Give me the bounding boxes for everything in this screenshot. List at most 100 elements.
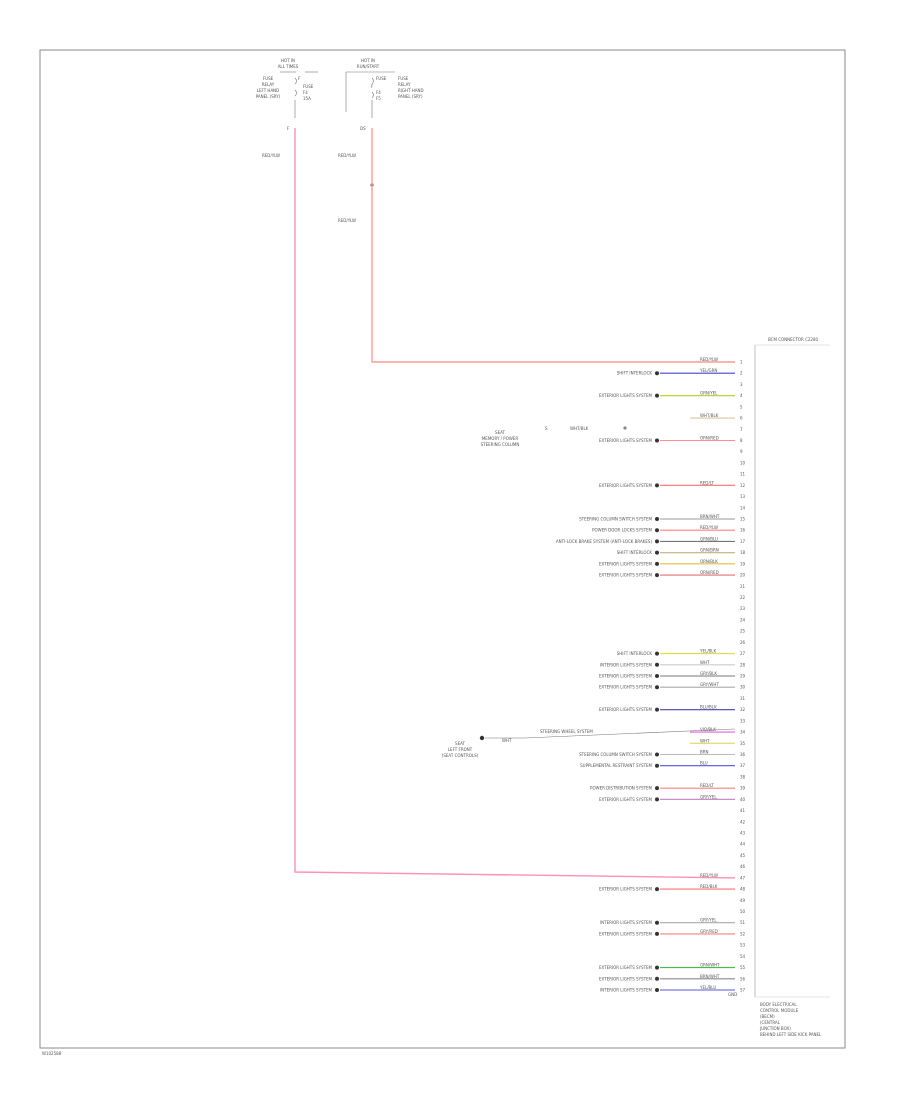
module-pin-number: 35 (740, 741, 746, 746)
module-pin-number: 28 (740, 662, 746, 667)
module-pin-destination: POWER DISTRIBUTION SYSTEM (590, 786, 652, 791)
module-pin-number: 12 (740, 483, 746, 488)
module-pin-destination: STEERING COLUMN SWITCH SYSTEM (579, 517, 652, 522)
module-pin-connector (655, 920, 659, 925)
module-pin-number: 2 (740, 371, 743, 376)
module-pin-wire-label: GRN/YEL (700, 391, 718, 396)
module-pin-destination: SHIFT INTERLOCK (617, 371, 653, 376)
seat-splice: SEAT MEMORY / POWER STEERING COLUMN S WH… (481, 426, 627, 447)
module-pin-wire-label: YEL/GRN (699, 368, 717, 373)
right-fuse-title-1: HOT IN (361, 58, 375, 63)
module-pin-wire-label: RED/BLK (700, 884, 718, 889)
lower-splice-label: STEERING WHEEL SYSTEM (540, 729, 593, 734)
module-pin-number: 36 (740, 752, 746, 757)
module-pin-connector (655, 528, 659, 533)
left-fuse-title-2: ALL TIMES (278, 64, 299, 69)
becm-module: BCM CONNECTOR C2280 GND BODY ELECTRICAL … (556, 337, 830, 1037)
left-fuse-block: HOT IN ALL TIMES FUSE RELAY LEFT HAND PA… (256, 58, 318, 118)
module-pin-wire-label: BRN/WHT (700, 974, 720, 979)
right-fuse-desc-1: FUSE (398, 76, 409, 81)
left-fuse-label-2: FUSE (303, 84, 314, 89)
module-pin-wire-label: ORN/BLK (700, 559, 718, 564)
module-pin-number: 55 (740, 965, 746, 970)
left-fuse-title-1: HOT IN (281, 58, 295, 63)
right-feed-pin: DS (360, 126, 366, 131)
module-pin-connector (655, 662, 659, 667)
module-pin-number: 26 (740, 640, 746, 645)
module-pin-number: 42 (740, 819, 746, 824)
module-pin-number: 46 (740, 864, 746, 869)
module-pin-number: 7 (740, 427, 743, 432)
right-fuse-desc-4: PANEL (SRY) (398, 94, 423, 99)
module-pin-number: 14 (740, 505, 746, 510)
module-pin-number: 10 (740, 460, 746, 465)
module-pin-connector (655, 887, 659, 892)
figure-code: W102588 (42, 1051, 62, 1056)
module-pin-destination: INTERIOR LIGHTS SYSTEM (600, 988, 653, 993)
module-pin-number: 29 (740, 674, 746, 679)
module-pin-number: 27 (740, 651, 746, 656)
module-pin-wire-label: GRY/YEL (700, 918, 717, 923)
left-fuse-label-4: 15A (303, 96, 311, 101)
left-feed-label: RED/YLW (262, 153, 280, 158)
left-fuse-icon (294, 77, 297, 97)
left-fuse-desc-3: LEFT HAND (257, 88, 280, 93)
lower-splice-connector (479, 735, 485, 741)
module-pin-connector (655, 685, 659, 690)
module-pin-destination: EXTERIOR LIGHTS SYSTEM (599, 393, 653, 398)
module-pin-number: 16 (740, 528, 746, 533)
right-fuse-desc-3: RIGHT HAND (398, 88, 424, 93)
module-pin-connector (655, 438, 659, 443)
module-pin-number: 37 (740, 763, 746, 768)
module-pin-destination: EXTERIOR LIGHTS SYSTEM (599, 483, 653, 488)
module-pin-number: 40 (740, 797, 746, 802)
diagram-frame (39, 49, 846, 1049)
module-pin-destination: INTERIOR LIGHTS SYSTEM (600, 920, 653, 925)
module-pin-destination: EXTERIOR LIGHTS SYSTEM (599, 797, 653, 802)
left-fuse-desc-4: PANEL (SRY) (256, 94, 281, 99)
module-pin-wire-label: GRN/BRN (700, 548, 719, 553)
module-pin-number: 8 (740, 438, 743, 443)
module-pin-wire-label: VIO/BLK (700, 727, 716, 732)
module-pin-destination: EXTERIOR LIGHTS SYSTEM (599, 931, 653, 936)
module-pin-number: 30 (740, 685, 746, 690)
module-pin-wire-label: ORN/RED (700, 570, 719, 575)
module-pin-number: 17 (740, 539, 746, 544)
seat-splice-line-2: MEMORY / POWER (482, 436, 518, 441)
module-pin-number: 43 (740, 831, 746, 836)
module-header-label: BCM CONNECTOR C2280 (768, 337, 819, 342)
module-pin-wire-label: BRN (700, 750, 709, 755)
module-pin-connector (655, 371, 659, 376)
left-fuse-desc-2: RELAY (262, 82, 275, 87)
module-pin-connector (655, 550, 659, 555)
module-pin-number: 41 (740, 808, 746, 813)
right-feed-label-2: RED/YLW (338, 218, 356, 223)
module-pin-number: 24 (740, 617, 746, 622)
module-pin-number: 44 (740, 842, 746, 847)
module-pin-number: 57 (740, 988, 746, 993)
module-name-5: JUNCTION BOX) (759, 1026, 791, 1031)
module-pin-number: 52 (740, 931, 746, 936)
module-pin-number: 34 (740, 730, 746, 735)
module-pin-number: 45 (740, 853, 746, 858)
right-feed-wire (371, 128, 735, 363)
module-pin-number: 22 (740, 595, 746, 600)
module-pin-connector (655, 651, 659, 656)
module-pin-wire-label: GRY/YEL (700, 794, 717, 799)
module-pin-connector (655, 393, 659, 398)
module-pin-connector (655, 674, 659, 678)
module-pin-connector (655, 561, 659, 566)
module-pin-connector (655, 539, 659, 544)
left-feed-wire (294, 128, 736, 879)
module-pin-number: 50 (740, 909, 746, 914)
module-pin-wire-label: BRN/WHT (700, 514, 720, 519)
module-pin-connector (655, 976, 659, 981)
module-pin-number: 15 (740, 517, 746, 522)
module-pin-connector (655, 786, 659, 791)
lower-splice-wire: WHT (502, 738, 512, 743)
right-fuse-label-2: F (371, 84, 374, 89)
module-pin-number: 18 (740, 550, 746, 555)
right-fuse-label-1: FUSE (376, 76, 387, 81)
module-pin-destination: STEERING COLUMN SWITCH SYSTEM (579, 752, 652, 757)
